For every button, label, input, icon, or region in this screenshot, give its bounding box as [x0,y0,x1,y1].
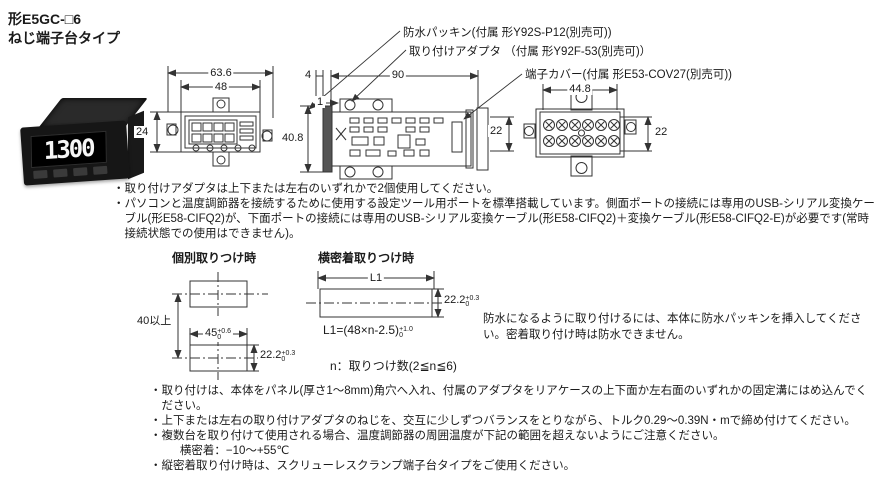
side-view-drawing [300,70,514,179]
dim-front-inner-width: 48 [212,81,230,93]
individual-mount-title: 個別取りつけ時 [172,251,257,265]
dim-rear-width: 44.8 [567,83,593,95]
model-number: 形E5GC-□6 [8,11,82,27]
device-display: 1300 [30,130,107,169]
dim-side-bezel: 4 [303,69,314,81]
individual-cutout-drawing [172,272,282,380]
note-panel-mounting: ・取り付けは、本体をパネル(厚さ1〜8mm)角穴へ入れ、付属のアダプタをリアケー… [150,385,868,412]
device-photo-front-face: 1300 [20,120,130,186]
dim-l1-label: L1 [367,272,385,284]
dim-side-gap: 1 [315,96,326,108]
callout-mounting-adapter: 取り付けアダプタ （付属 形Y92F-53(別売可)） [408,43,653,59]
dim-front-height: 24 [134,126,151,138]
page-title: 形E5GC-□6 ねじ端子台タイプ [8,10,120,48]
note-adapter-usage: ・取り付けアダプタは上下または左右のいずれかで2個使用してください。 [113,183,499,195]
dim-front-outer-width: 63.6 [208,67,234,79]
device-buttons [33,165,108,179]
dim-side-depth: 90 [389,69,407,81]
note-screw-torque: ・上下または左右の取り付けアダプタのねじを、交互に少しずつバランスをとりながら、… [150,415,856,427]
dim-terminal-height: 22 [488,125,505,137]
n-count-note: n：取りつけ数(2≦n≦6) [330,357,457,374]
terminal-type-subtitle: ねじ端子台タイプ [8,30,120,46]
callout-terminal-cover: 端子カバー(付属 形E53-COV27(別売可)) [524,66,734,82]
dim-side-height: 40.8 [280,132,306,144]
device-photo: 1300 [20,98,150,190]
notes-bottom: ・取り付けは、本体をパネル(厚さ1〜8mm)角穴へ入れ、付属のアダプタをリアケー… [150,384,878,474]
rear-view-drawing [524,84,652,176]
waterproof-note: 防水になるように取り付けるには、本体に防水パッキンを挿入してください。密着取り付… [483,313,862,341]
notes-top: ・取り付けアダプタは上下または左右のいずれかで2個使用してください。 ・パソコン… [113,182,877,242]
front-view-drawing [150,66,274,166]
ganged-mount-title: 横密着取りつけ時 [318,251,415,265]
note-ganged-temperature-range: 横密着：−10〜+55℃ [179,445,290,457]
callout-waterproof-packing: 防水パッキン(付属 形Y92S-P12(別売可)) [402,24,613,40]
device-photo-side-face [128,110,144,180]
note-ambient-temperature: ・複数台を取り付けて使用される場合、温度調節器の周囲温度が下記の範囲を超えないよ… [150,430,725,442]
note-vertical-ganged-mounting: ・縦密着取り付け時は、スクリューレスクランプ端子台タイプをご使用ください。 [150,460,576,472]
note-setup-tool-port: ・パソコンと温度調節器を接続するために使用する設定ツール用ポートを標準搭載してい… [113,198,875,240]
dim-min-vertical-spacing: 40以上 [135,315,174,327]
dim-rear-height: 22 [653,126,670,138]
